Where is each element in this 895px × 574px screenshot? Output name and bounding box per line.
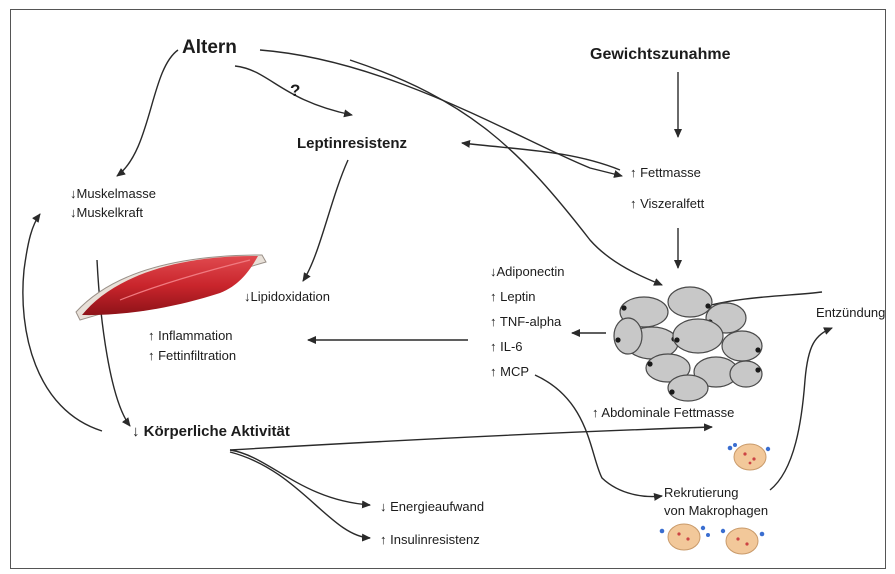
macrophage-icon — [721, 528, 765, 554]
node-fat-mass: ↑ Fettmasse — [630, 165, 701, 180]
node-muscle-mass: ↓Muskelmasse — [70, 186, 156, 201]
node-visceral-fat: ↑ Viszeralfett — [630, 196, 705, 211]
node-inflammation: ↑ Inflammation — [148, 328, 233, 343]
arrow-activity-to-energy — [230, 450, 370, 505]
node-abdominal-fat: ↑ Abdominale Fettmasse — [592, 405, 734, 420]
node-fat-infiltration: ↑ Fettinfiltration — [148, 348, 236, 363]
node-tnf-alpha: ↑ TNF-alpha — [490, 314, 562, 329]
fat-cell-nucleus — [669, 389, 674, 394]
arrow-aging-to-muscle — [117, 50, 178, 176]
node-question-mark: ? — [290, 81, 300, 100]
fat-cell-nucleus — [621, 305, 626, 310]
fat-cell-nucleus — [755, 367, 760, 372]
node-recruitment-line2: von Makrophagen — [664, 503, 768, 518]
fat-cell-nucleus — [674, 337, 679, 342]
fat-cell-cluster — [614, 287, 762, 401]
fat-cell-nucleus — [705, 303, 710, 308]
arrow-aging-to-fatcells — [350, 60, 662, 285]
fat-cell — [673, 319, 723, 353]
node-adiponectin: ↓Adiponectin — [490, 264, 564, 279]
arrow-activity-back-to-muscle — [23, 214, 102, 431]
arrow-aging-to-fat-mass — [260, 50, 622, 176]
node-leptin: ↑ Leptin — [490, 289, 536, 304]
node-muscle-strength: ↓Muskelkraft — [70, 205, 143, 220]
node-energy-expenditure: ↓ Energieaufwand — [380, 499, 484, 514]
arrow-fat-mass-to-leptin-resistance — [462, 143, 620, 170]
node-weight-gain: Gewichtszunahme — [590, 46, 731, 63]
arrow-activity-to-macrophages — [230, 427, 712, 450]
fat-cell-nucleus — [615, 337, 620, 342]
fat-cell — [722, 331, 762, 361]
node-leptin-resistance: Leptinresistenz — [297, 135, 407, 152]
arrow-mcp-to-recruitment — [535, 375, 662, 497]
node-aging: Altern — [182, 37, 237, 58]
macrophage-icon — [660, 524, 710, 550]
macrophage-icon — [728, 443, 771, 470]
node-lipid-oxidation: ↓Lipidoxidation — [244, 289, 330, 304]
node-mcp: ↑ MCP — [490, 364, 529, 379]
node-recruitment-line1: Rekrutierung — [664, 485, 738, 500]
node-il6: ↑ IL-6 — [490, 339, 523, 354]
fat-cell — [730, 361, 762, 387]
fat-cell — [668, 375, 708, 401]
arrow-leptin-resistance-to-lipidoxidation — [303, 160, 348, 281]
node-physical-activity: ↓ Körperliche Aktivität — [132, 423, 290, 440]
fat-cell-nucleus — [647, 361, 652, 366]
node-inflammation-right: Entzündung — [816, 305, 885, 320]
fat-cell — [668, 287, 712, 317]
fat-cell-nucleus — [755, 347, 760, 352]
node-insulin-resistance: ↑ Insulinresistenz — [380, 532, 480, 547]
arrow-recruitment-to-inflammation — [770, 328, 832, 490]
fat-cell — [614, 318, 642, 354]
muscle-illustration — [76, 255, 266, 320]
arrow-activity-to-insulin — [230, 452, 370, 538]
